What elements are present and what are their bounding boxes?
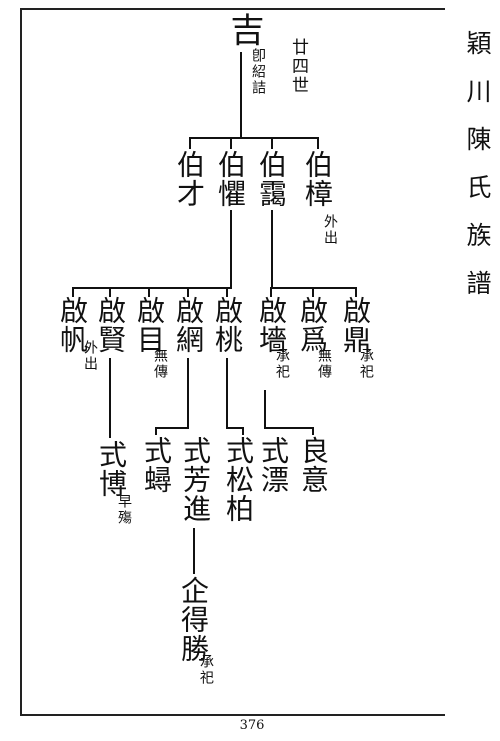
gen4-name: 式芳進 [179,436,212,523]
root-name: 吉 [224,12,264,47]
connector-line [109,358,111,438]
side-title-char: 氏 [466,173,492,202]
gen3-name: 啟賢 [94,296,127,354]
gen4-name: 式松柏 [222,436,255,523]
gen2-name: 伯樟 [301,150,334,208]
gen5-name: 企得勝 [177,576,210,663]
connector-line [109,287,111,297]
connector-line [270,287,272,297]
gen3-note: 無傳 [316,348,332,380]
connector-line [189,137,319,139]
gen3-name: 啟爲 [296,296,329,354]
connector-line [230,210,232,288]
connector-line [72,287,232,289]
gen3-name: 啟桃 [211,296,244,354]
connector-line [264,390,266,428]
root-note: 卽紹詰 [250,48,266,96]
side-title-char: 族 [466,221,492,250]
gen3-note: 承祀 [274,348,290,380]
connector-line [226,427,244,429]
connector-line [187,287,189,297]
gen3-note: 無傳 [152,348,168,380]
gen3-note: 外出 [82,340,98,372]
gen2-name: 伯懼 [214,150,247,208]
page-frame [20,8,445,716]
side-title-char: 陳 [466,125,492,154]
gen2-name: 伯靄 [255,150,288,208]
gen5-note: 承祀 [198,654,214,686]
connector-line [242,427,244,435]
side-title: 穎 川 陳 氏 族 譜 [462,20,496,308]
connector-line [264,427,314,429]
gen4-note: 早殤 [116,494,132,526]
connector-line [230,137,232,149]
gen3-name: 啟帆 [56,296,89,354]
connector-line [189,137,191,149]
connector-line [271,210,273,288]
gen3-name: 啟目 [133,296,166,354]
gen3-name: 啟網 [172,296,205,354]
connector-line [355,287,357,297]
gen4-name: 良意 [297,436,330,494]
connector-line [72,287,74,297]
gen3-name: 啟鼎 [339,296,372,354]
connector-line [271,287,357,289]
connector-line [312,427,314,435]
generation-label: 廿四世 [288,38,308,95]
connector-line [226,358,228,428]
connector-line [317,137,319,149]
side-title-char: 譜 [466,269,492,298]
gen4-name: 式蟳 [140,436,173,494]
page-number: 376 [239,718,265,733]
gen4-name: 式博 [95,440,128,498]
connector-line [148,287,150,297]
connector-line [240,52,242,138]
gen4-name: 式漂 [257,436,290,494]
gen2-note: 外出 [322,214,338,246]
connector-line [226,287,228,297]
connector-line [155,427,157,435]
connector-line [187,358,189,428]
side-title-char: 穎 [466,29,492,58]
connector-line [312,287,314,297]
gen3-name: 啟墻 [255,296,288,354]
gen3-note: 承祀 [358,348,374,380]
connector-line [155,427,189,429]
connector-line [193,528,195,574]
side-title-char: 川 [466,77,492,106]
connector-line [271,137,273,149]
gen2-name: 伯才 [173,150,206,208]
